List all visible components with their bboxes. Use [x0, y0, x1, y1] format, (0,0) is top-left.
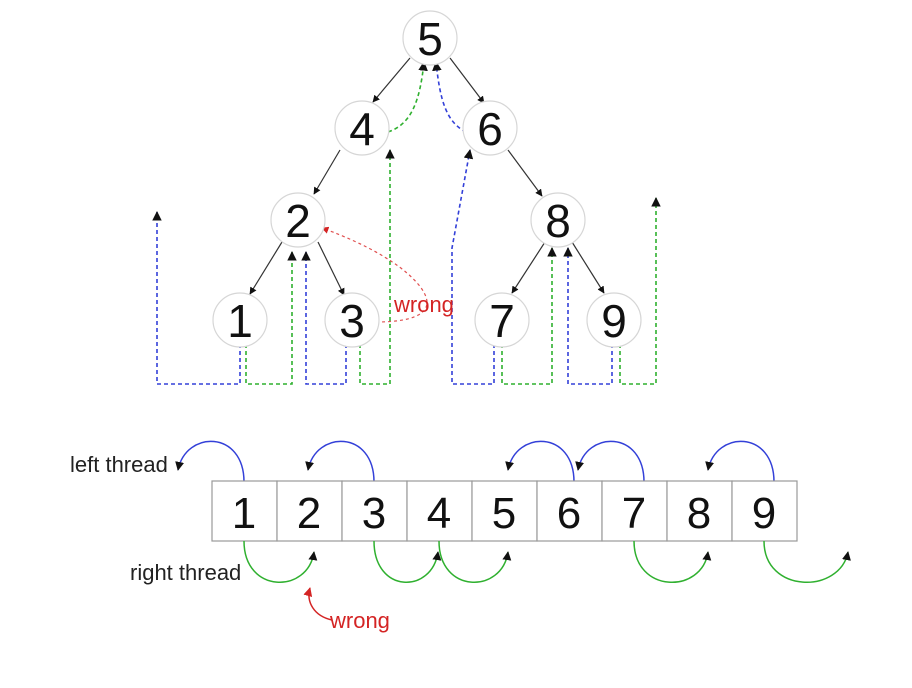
array-cell-label: 6 — [557, 489, 581, 538]
tree-node-1: 1 — [212, 292, 268, 348]
array-cell-label: 8 — [687, 489, 711, 538]
thread-7-to-8 — [501, 247, 557, 385]
thread-4-to-5 — [387, 61, 428, 133]
left-thread-arc-6-to-5 — [505, 440, 575, 483]
wrong-arrow-to-2 — [303, 587, 333, 621]
edge-2-1 — [249, 241, 283, 295]
array-cell-1: 1 — [211, 480, 278, 542]
edge-8-7 — [511, 241, 546, 294]
tree-node-label: 6 — [477, 103, 503, 155]
array-cell-label: 2 — [297, 489, 321, 538]
array-cell-4: 4 — [406, 480, 473, 542]
right-thread-arc-1-to-2 — [243, 540, 318, 583]
left-thread-arc-9-to-8 — [705, 440, 775, 483]
array-cell-label: 4 — [427, 489, 451, 538]
thread-7-to-6 — [451, 149, 495, 385]
edge-8-9 — [571, 241, 605, 294]
tree-threads — [152, 61, 661, 385]
tree-node-label: 2 — [285, 195, 311, 247]
thread-3-to-4 — [359, 149, 395, 385]
thread-wrong-3-to-2 — [321, 226, 428, 323]
tree-node-label: 3 — [339, 295, 365, 347]
inorder-array: 1 2 3 4 5 6 7 8 — [211, 480, 798, 542]
array-cell-label: 5 — [492, 489, 516, 538]
left-thread-label: left thread — [70, 452, 168, 477]
tree-edges — [249, 57, 605, 296]
tree-node-label: 9 — [601, 295, 627, 347]
right-thread-arcs — [243, 540, 851, 621]
tree-node-label: 4 — [349, 103, 375, 155]
left-thread-arcs — [175, 440, 775, 483]
left-thread-arc-3-to-2 — [305, 440, 375, 483]
left-thread-arc-7-to-6 — [575, 440, 645, 483]
tree-node-2: 2 — [270, 192, 326, 248]
array-cell-3: 3 — [341, 480, 408, 542]
tree-node-8: 8 — [530, 192, 586, 248]
array-wrong-label: wrong — [329, 608, 390, 633]
thread-3-to-2 — [301, 251, 347, 385]
tree-node-5: 5 — [402, 10, 458, 66]
tree-node-label: 1 — [227, 295, 253, 347]
edge-6-8 — [507, 149, 543, 197]
array-cell-7: 7 — [601, 480, 668, 542]
array-cell-label: 3 — [362, 489, 386, 538]
right-thread-arc-4-to-5 — [438, 540, 512, 583]
tree-node-9: 9 — [586, 292, 642, 348]
left-thread-arc-1-to-null — [175, 440, 245, 483]
array-cell-label: 7 — [622, 489, 646, 538]
thread-1-to-2 — [245, 251, 297, 385]
array-cell-5: 5 — [471, 480, 538, 542]
tree-node-7: 7 — [474, 292, 530, 348]
right-thread-arc-3-to-4 — [373, 540, 442, 583]
array-cell-label: 1 — [232, 489, 256, 538]
array-cell-label: 9 — [752, 489, 776, 538]
right-thread-arc-9-to-null — [763, 540, 851, 583]
right-thread-label: right thread — [130, 560, 241, 585]
tree-node-label: 7 — [489, 295, 515, 347]
tree-nodes: 5 4 6 2 8 1 3 7 — [212, 10, 642, 348]
tree-node-label: 8 — [545, 195, 571, 247]
edge-2-3 — [317, 241, 345, 296]
tree-node-6: 6 — [462, 100, 518, 156]
edge-5-6 — [449, 57, 485, 104]
array-cell-8: 8 — [666, 480, 733, 542]
tree-wrong-label: wrong — [393, 292, 454, 317]
edge-5-4 — [372, 57, 411, 103]
tree-node-label: 5 — [417, 13, 443, 65]
tree-node-3: 3 — [324, 292, 380, 348]
array-cell-6: 6 — [536, 480, 603, 542]
edge-4-2 — [313, 149, 341, 195]
array-cell-9: 9 — [731, 480, 798, 542]
thread-9-right-null — [619, 197, 661, 385]
array-cell-2: 2 — [276, 480, 343, 542]
right-thread-arc-7-to-8 — [633, 540, 712, 583]
tree-node-4: 4 — [334, 100, 390, 156]
